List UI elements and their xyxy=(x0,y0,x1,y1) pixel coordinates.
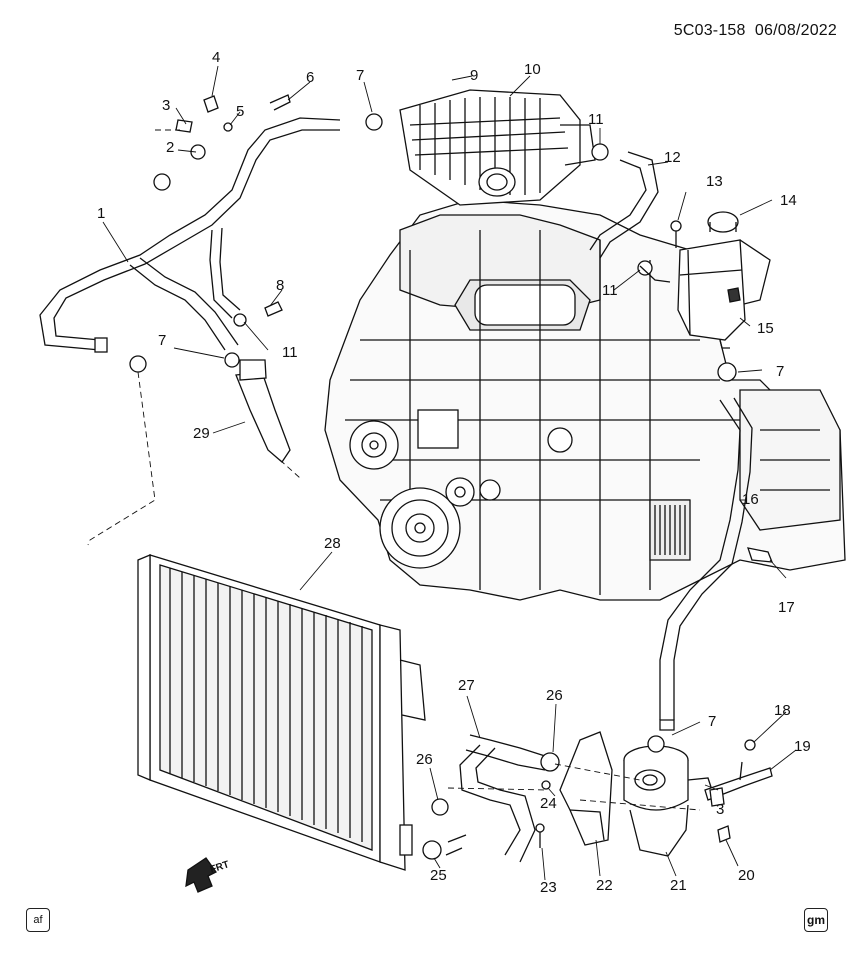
coolant-hose-16 xyxy=(659,362,774,731)
callout-20: 20 xyxy=(738,867,755,884)
leader-lines xyxy=(87,65,797,881)
small-fasteners xyxy=(535,780,731,848)
callout-7: 7 xyxy=(776,363,785,380)
callout-9: 9 xyxy=(470,67,479,84)
callout-26: 26 xyxy=(546,687,563,704)
callout-5: 5 xyxy=(236,103,245,120)
lower-hose-assembly xyxy=(422,734,560,863)
electric-water-pump xyxy=(623,735,713,857)
footer-badge-left: af xyxy=(26,908,50,932)
gm-logo-badge: gm xyxy=(804,908,828,932)
callout-16: 16 xyxy=(742,491,759,508)
callout-14: 14 xyxy=(780,192,797,209)
heater-hose-assembly xyxy=(39,94,383,463)
callout-8: 8 xyxy=(276,277,285,294)
callout-7: 7 xyxy=(158,332,167,349)
callout-18: 18 xyxy=(774,702,791,719)
callout-4: 4 xyxy=(212,49,221,66)
callout-7: 7 xyxy=(708,713,717,730)
radiator xyxy=(137,554,426,871)
callout-10: 10 xyxy=(524,61,541,78)
pump-bracket xyxy=(559,731,613,846)
callout-11: 11 xyxy=(588,111,604,128)
callout-21: 21 xyxy=(670,877,687,894)
callout-15: 15 xyxy=(757,320,774,337)
callout-29: 29 xyxy=(193,425,210,442)
callout-23: 23 xyxy=(540,879,557,896)
callout-17: 17 xyxy=(778,599,795,616)
callout-6: 6 xyxy=(306,69,315,86)
callout-3: 3 xyxy=(162,97,171,114)
callout-19: 19 xyxy=(794,738,811,755)
engine-assembly xyxy=(324,199,846,601)
callout-7: 7 xyxy=(356,67,365,84)
callout-25: 25 xyxy=(430,867,447,884)
callout-11: 11 xyxy=(282,344,298,361)
coolant-reservoir xyxy=(670,211,746,349)
document-number: 5C03-158 xyxy=(673,22,746,39)
callout-24: 24 xyxy=(540,795,557,812)
charge-air-cooler xyxy=(399,89,596,206)
callout-3: 3 xyxy=(716,801,725,818)
callout-22: 22 xyxy=(596,877,613,894)
callout-2: 2 xyxy=(166,139,175,156)
callout-1: 1 xyxy=(97,205,106,222)
document-id: 5C03-158 06/08/2022 xyxy=(674,22,837,40)
callout-28: 28 xyxy=(324,535,341,552)
callout-26: 26 xyxy=(416,751,433,768)
document-date: 06/08/2022 xyxy=(754,22,837,39)
front-arrow-icon xyxy=(185,857,217,893)
callout-13: 13 xyxy=(706,173,723,190)
callout-11: 11 xyxy=(602,282,618,299)
callout-27: 27 xyxy=(458,677,475,694)
callout-12: 12 xyxy=(664,149,681,166)
